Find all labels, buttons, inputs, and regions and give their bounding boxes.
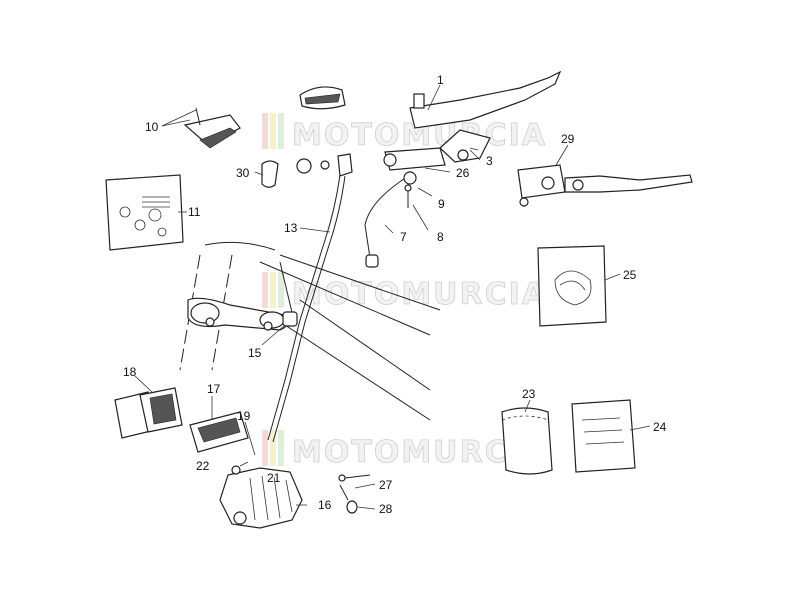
brake-pads [114,387,183,439]
pad-spring [189,411,249,453]
callout-7: 7 [400,230,407,244]
callout-24: 24 [653,420,667,434]
callout-16: 16 [318,498,332,512]
callout-30: 30 [236,166,250,180]
svg-text:MOTOMURCIA: MOTOMURCIA [292,277,547,312]
front-brake-lever-assembly [383,70,562,171]
callout-3: 3 [486,154,493,168]
brake-caliper [219,465,303,529]
brake-hose [267,174,346,443]
callout-27: 27 [379,478,393,492]
callout-21: 21 [267,471,281,485]
callout-18: 18 [123,365,137,379]
reservoir-diaphragm [183,107,241,149]
callout-19: 19 [237,409,251,423]
kit-bag-23 [501,407,553,475]
kit-bag-24 [571,399,636,473]
callout-17: 17 [207,382,221,396]
leader-lines [134,84,651,510]
watermark-bottom: MOTOMURCIA [262,430,547,470]
callout-labels: 1 3 7 8 9 10 11 13 15 16 17 18 19 21 22 … [123,73,667,516]
callout-29: 29 [561,132,575,146]
callout-13: 13 [284,221,298,235]
callout-9: 9 [438,197,445,211]
callout-8: 8 [437,230,444,244]
callout-22: 22 [196,459,210,473]
callout-1: 1 [437,73,444,87]
callout-10: 10 [145,120,159,134]
callout-26: 26 [456,166,470,180]
svg-text:MOTOMURCIA: MOTOMURCIA [292,435,547,470]
secondary-master-cylinder [517,164,693,207]
watermark-middle: MOTOMURCIA [262,272,547,312]
bleed-screw [338,474,371,514]
callout-23: 23 [522,387,536,401]
callout-25: 25 [623,268,637,282]
callout-15: 15 [248,346,262,360]
seal-kit-bag-11 [105,174,184,251]
kit-bag-25 [537,245,607,327]
stop-switch-cable [364,171,417,268]
callout-28: 28 [379,502,393,516]
frame-tubes [179,241,441,421]
watermark-top: MOTOMURCIA [262,113,545,153]
hose-grommet [282,311,298,327]
banjo-fitting [261,153,353,188]
reservoir-cap [299,86,346,110]
callout-11: 11 [188,205,201,219]
